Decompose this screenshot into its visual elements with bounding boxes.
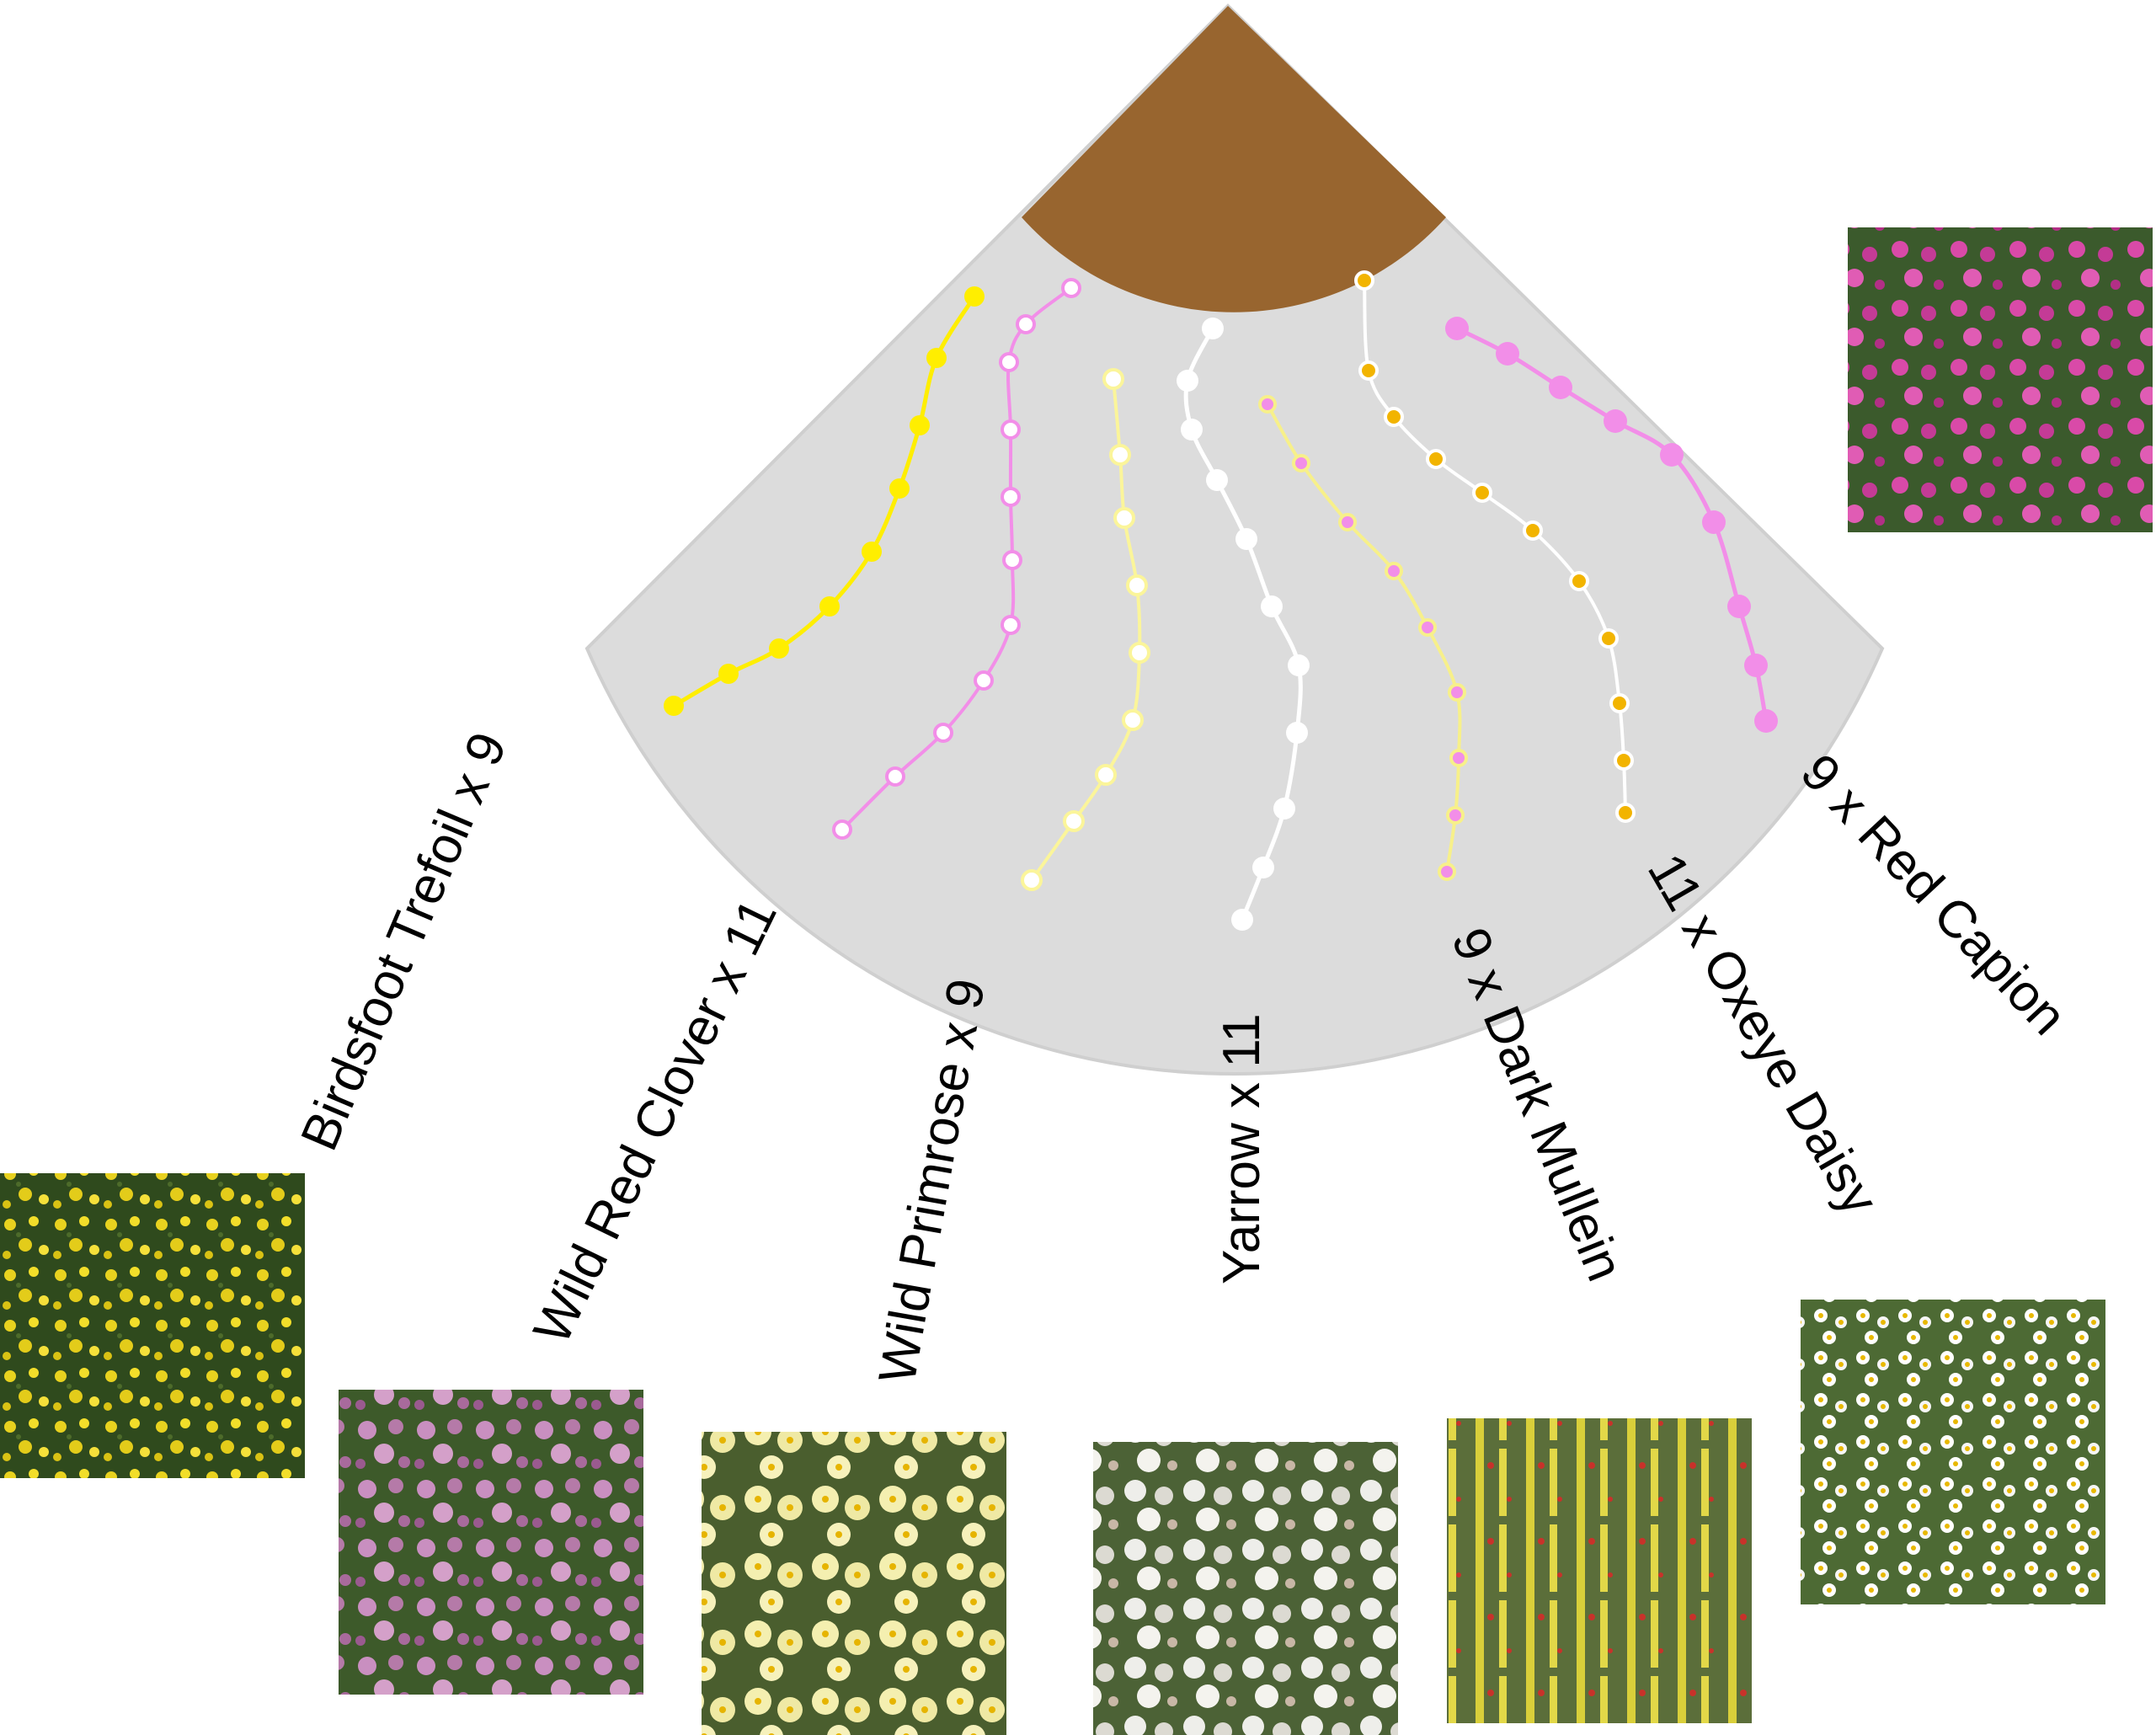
- plant-marker: [999, 352, 1019, 372]
- plant-marker: [1385, 562, 1403, 580]
- plant-marker: [1598, 628, 1619, 649]
- plant-marker: [1615, 803, 1636, 823]
- plant-marker: [1002, 550, 1022, 570]
- plant-marker: [1604, 409, 1627, 433]
- plant-marker: [1549, 376, 1572, 399]
- plant-marker: [1063, 810, 1085, 832]
- plant-marker: [1744, 654, 1768, 677]
- plant-marker: [1061, 278, 1081, 298]
- row-label-birdsfoot-trefoil: Birdsfoot Trefoil x 9: [290, 724, 518, 1158]
- plant-marker: [910, 415, 930, 435]
- planting-row-5: [1258, 395, 1468, 881]
- plant-marker: [1252, 857, 1274, 878]
- plant-marker: [1338, 513, 1357, 531]
- plant-marker: [1754, 709, 1778, 733]
- pink-clover-photo: [339, 1390, 643, 1695]
- plant-marker: [1231, 909, 1253, 931]
- row-label-red-campion: 9 x Red Capion: [1790, 743, 2078, 1046]
- plant-marker: [1472, 483, 1492, 503]
- plant-marker: [1569, 571, 1589, 591]
- plant-marker: [769, 638, 789, 659]
- plant-marker: [1273, 798, 1295, 819]
- plant-marker: [1358, 360, 1379, 381]
- planting-row-7: [1445, 317, 1778, 733]
- plant-marker: [1113, 507, 1135, 529]
- plant-marker: [1449, 749, 1468, 767]
- plant-marker: [889, 478, 910, 499]
- plant-marker: [1445, 317, 1469, 340]
- plant-marker: [1446, 806, 1465, 825]
- pale-yellow-primrose-photo: [702, 1432, 1006, 1735]
- magenta-campion-photo: [1848, 227, 2153, 532]
- plant-marker: [718, 664, 739, 684]
- row-label-oxeye-daisy: 11 x Oxeye Daisy: [1636, 845, 1889, 1225]
- planting-row-1: [664, 286, 985, 716]
- plant-marker: [1095, 764, 1117, 786]
- planting-row-3: [1021, 368, 1150, 891]
- white-yarrow-photo: [1093, 1442, 1398, 1735]
- plant-marker: [1727, 595, 1751, 618]
- plant-marker: [1292, 454, 1310, 472]
- plant-marker: [1609, 693, 1630, 713]
- plant-marker: [1206, 469, 1228, 491]
- plant-marker: [664, 696, 684, 716]
- plant-marker: [933, 723, 953, 743]
- plant-marker: [926, 348, 947, 368]
- plant-marker: [1614, 750, 1634, 771]
- plant-marker: [1438, 862, 1456, 881]
- plant-marker: [1426, 449, 1446, 469]
- plant-marker: [862, 542, 882, 562]
- planting-bed: [584, 3, 1885, 1076]
- planting-row-4: [1177, 318, 1310, 931]
- plant-marker: [1354, 270, 1374, 291]
- plant-marker: [1258, 395, 1277, 414]
- plant-marker: [974, 670, 994, 691]
- plant-marker: [1384, 407, 1404, 427]
- yellow-flowers-photo: [0, 1173, 305, 1478]
- plant-marker: [1448, 683, 1466, 702]
- yellow-spike-mullein-photo: [1447, 1418, 1752, 1723]
- plant-marker: [1235, 528, 1257, 550]
- plant-marker: [1286, 722, 1308, 744]
- row-label-wild-primrose: Wild Primrose x 9: [868, 974, 996, 1387]
- plant-marker: [1660, 443, 1684, 467]
- planting-row-6: [1354, 270, 1636, 823]
- plant-marker: [1001, 419, 1021, 440]
- planting-rows: [664, 270, 1778, 931]
- plant-marker: [885, 766, 905, 787]
- plant-marker: [1202, 318, 1224, 339]
- plant-marker: [1181, 419, 1203, 440]
- plant-marker: [819, 596, 840, 617]
- planting-row-2: [832, 278, 1081, 840]
- plant-marker: [1523, 520, 1543, 541]
- soil-path: [1022, 6, 1446, 312]
- plant-marker: [1496, 342, 1519, 366]
- plant-marker: [1129, 642, 1150, 664]
- plant-marker: [1702, 510, 1726, 534]
- plant-marker: [1177, 370, 1198, 392]
- row-label-wild-red-clover: Wild Red Clover x 11: [523, 890, 788, 1353]
- plant-marker: [1001, 615, 1021, 635]
- plant-marker: [1109, 444, 1131, 466]
- plant-marker: [1126, 574, 1148, 596]
- plant-marker: [832, 819, 852, 840]
- plant-marker: [1016, 314, 1036, 334]
- plant-marker: [1021, 869, 1043, 891]
- plant-marker: [1418, 618, 1437, 637]
- plant-marker: [1261, 595, 1283, 617]
- plant-marker: [1288, 654, 1310, 676]
- plant-marker: [1122, 709, 1144, 731]
- plant-marker: [1001, 487, 1021, 507]
- plant-marker: [1102, 368, 1124, 390]
- plant-marker: [964, 286, 985, 307]
- white-daisy-photo: [1801, 1300, 2105, 1604]
- row-label-yarrow: Yarrow x 11: [1213, 1013, 1271, 1284]
